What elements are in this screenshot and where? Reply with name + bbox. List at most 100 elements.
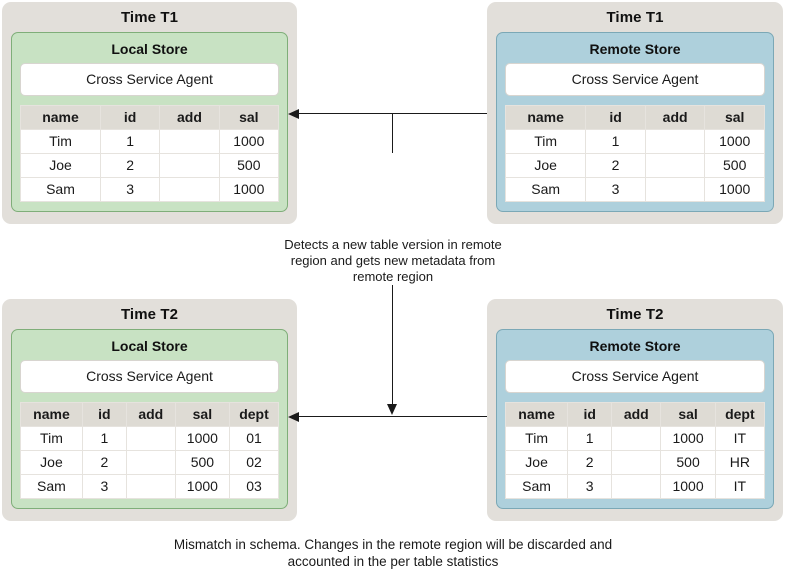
store-label: Remote Store — [589, 338, 681, 354]
table-cell — [611, 426, 662, 451]
table-cell — [611, 450, 662, 475]
table-cell: 2 — [585, 153, 646, 178]
table-cell: 1000 — [660, 426, 716, 451]
table-cell: 1 — [585, 129, 646, 154]
column-header-add: add — [644, 105, 706, 130]
table-cell: 2 — [81, 450, 127, 475]
table-cell: 1000 — [704, 177, 765, 202]
table-cell: 1000 — [704, 129, 765, 154]
table-cell: 3 — [585, 177, 646, 202]
table-cell: Joe — [504, 450, 569, 475]
table-cell: Tim — [20, 426, 83, 451]
store-label: Remote Store — [589, 41, 681, 57]
table-cell: IT — [714, 474, 766, 499]
column-header-add: add — [125, 402, 176, 427]
column-header-sal: sal — [218, 105, 280, 130]
table-cell: 1000 — [660, 474, 716, 499]
time-label: Time T2 — [606, 306, 664, 323]
table-cell — [611, 474, 662, 499]
column-header-id: id — [99, 105, 161, 130]
cross-service-agent-box: Cross Service Agent — [20, 360, 279, 393]
table-cell: 1000 — [218, 177, 280, 202]
panel-bottom-left: Time T2 Local Store Cross Service Agent … — [2, 299, 297, 521]
table-cell: 1 — [81, 426, 127, 451]
table-cell: Tim — [504, 129, 587, 154]
table-cell: Tim — [504, 426, 569, 451]
table-cell — [159, 177, 220, 202]
table-cell: Joe — [504, 153, 587, 178]
table-cell: 01 — [228, 426, 280, 451]
table-cell: 2 — [567, 450, 613, 475]
column-header-name: name — [504, 402, 569, 427]
time-label: Time T1 — [120, 9, 179, 26]
column-header-add: add — [159, 105, 220, 130]
table-cell: Sam — [504, 177, 587, 202]
column-header-dept: dept — [228, 402, 280, 427]
table-cell — [125, 474, 176, 499]
arrow-down-icon-middle — [387, 404, 397, 415]
time-label: Time T1 — [606, 9, 664, 26]
arrow-left-icon-top — [288, 109, 299, 119]
column-header-id: id — [585, 105, 646, 130]
cross-service-agent-box: Cross Service Agent — [505, 360, 765, 393]
store-label: Local Store — [111, 41, 188, 57]
middle-annotation-text: Detects a new table version in remote re… — [284, 237, 502, 284]
column-header-sal: sal — [704, 105, 765, 130]
table-cell: 3 — [99, 177, 161, 202]
bottom-caption-text: Mismatch in schema. Changes in the remot… — [173, 537, 613, 569]
table-cell: 1 — [567, 426, 613, 451]
table-cell: 1000 — [218, 129, 280, 154]
column-header-sal: sal — [174, 402, 230, 427]
time-label: Time T2 — [120, 306, 179, 323]
table-cell: Joe — [20, 450, 83, 475]
table-cell: 500 — [218, 153, 280, 178]
table-cell: 500 — [174, 450, 230, 475]
table-cell — [159, 129, 220, 154]
panel-top-right: Time T1 Remote Store Cross Service Agent… — [487, 2, 783, 224]
column-header-id: id — [81, 402, 127, 427]
table-cell: 1000 — [174, 474, 230, 499]
cross-service-agent-box: Cross Service Agent — [505, 63, 765, 96]
table-cell: Joe — [20, 153, 101, 178]
table-cell: 1000 — [174, 426, 230, 451]
table-cell: 02 — [228, 450, 280, 475]
table-cell — [644, 153, 706, 178]
table-cell — [125, 450, 176, 475]
table-cell: 03 — [228, 474, 280, 499]
table-cell: 3 — [81, 474, 127, 499]
table-cell: 500 — [704, 153, 765, 178]
cross-service-agent-box: Cross Service Agent — [20, 63, 279, 96]
table-cell: 500 — [660, 450, 716, 475]
column-header-sal: sal — [660, 402, 716, 427]
connector-top-vertical-stub — [392, 113, 393, 153]
panel-bottom-right: Time T2 Remote Store Cross Service Agent… — [487, 299, 783, 521]
table-cell: 1 — [99, 129, 161, 154]
panel-top-left: Time T1 Local Store Cross Service Agent … — [2, 2, 297, 224]
column-header-add: add — [611, 402, 662, 427]
store-label: Local Store — [111, 338, 188, 354]
table-cell — [644, 177, 706, 202]
table-cell — [159, 153, 220, 178]
arrow-left-icon-bottom — [288, 412, 299, 422]
column-header-dept: dept — [714, 402, 766, 427]
table-cell — [644, 129, 706, 154]
table-cell: IT — [714, 426, 766, 451]
